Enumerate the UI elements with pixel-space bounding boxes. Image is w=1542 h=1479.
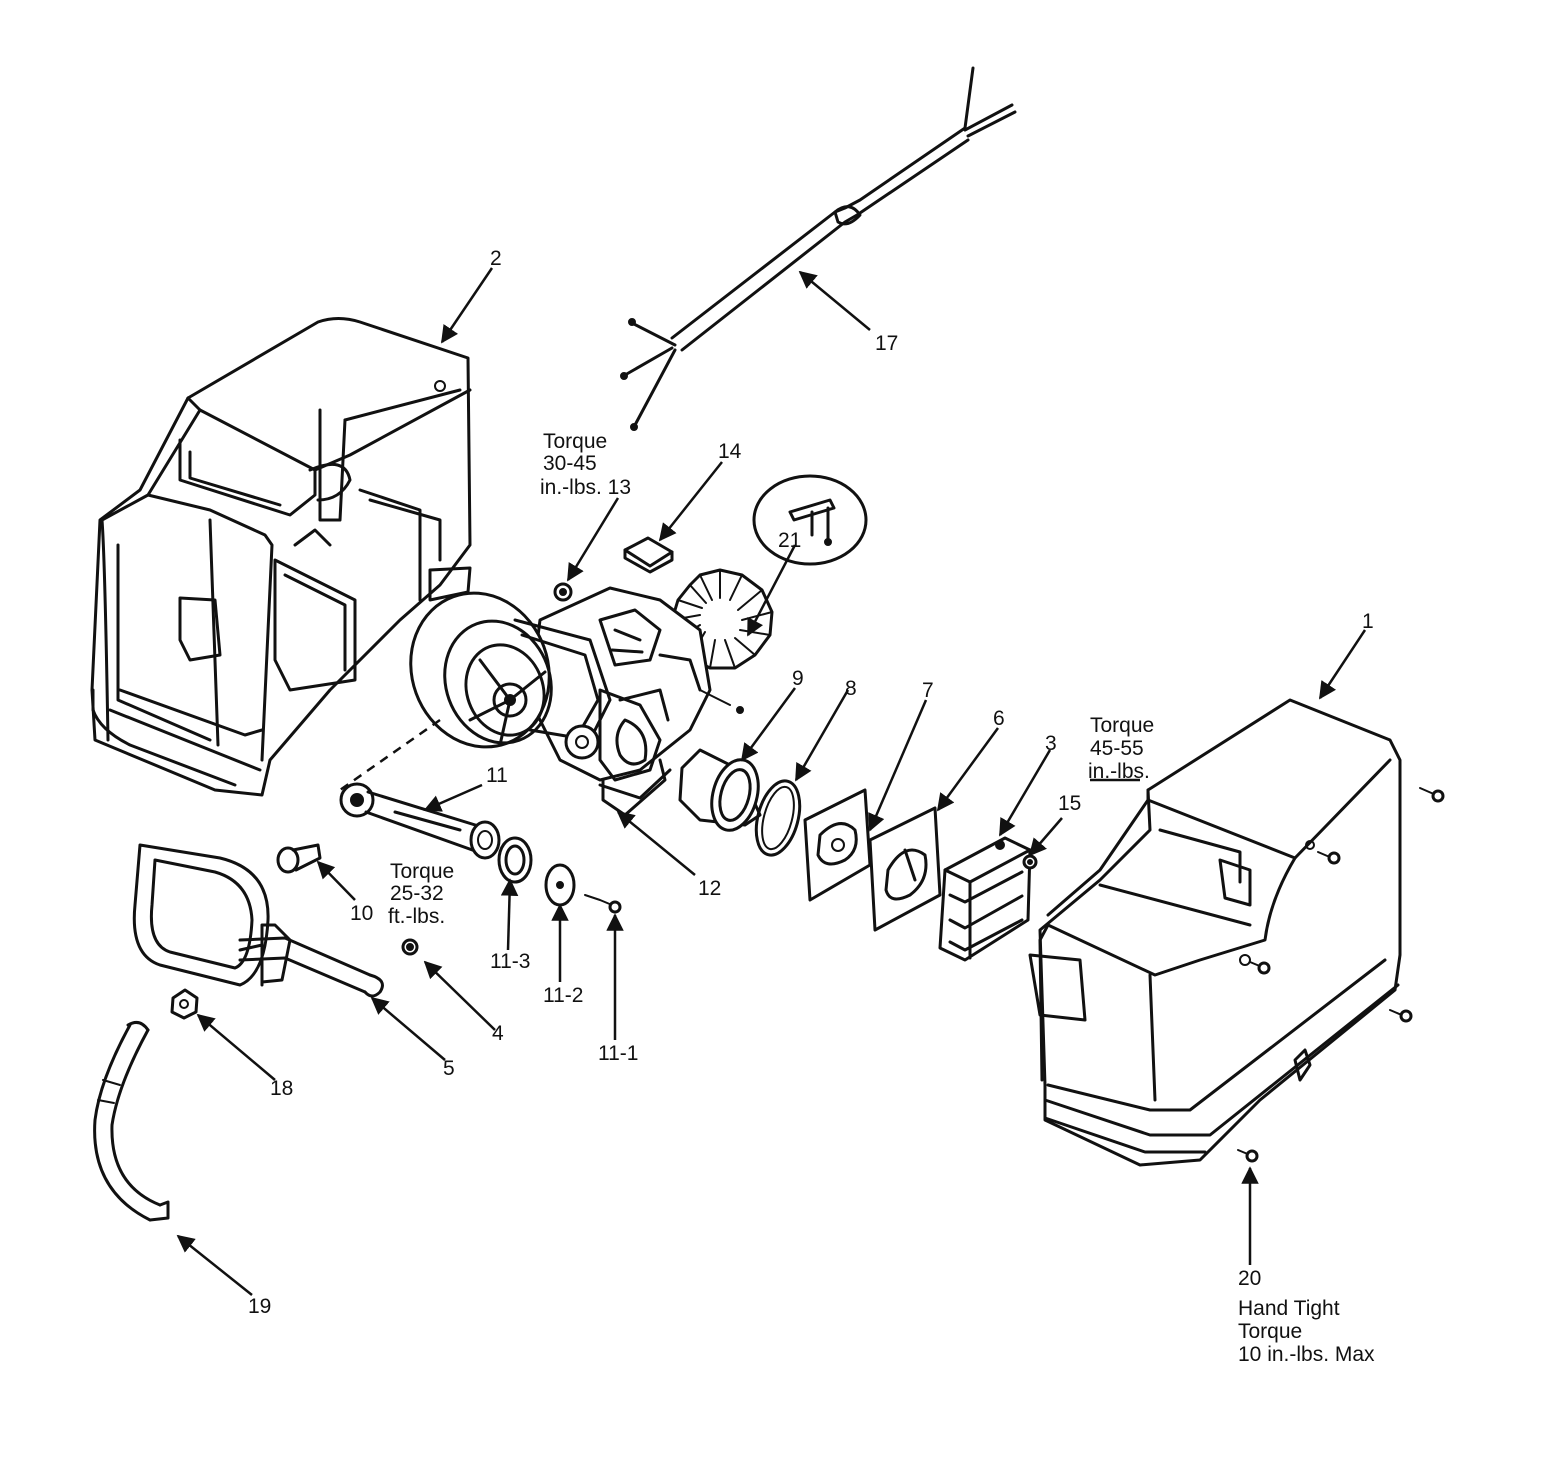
o-ring-part-8 bbox=[754, 779, 802, 857]
screw-part-15 bbox=[1022, 854, 1038, 870]
screw-part-4 bbox=[401, 938, 419, 956]
torque-cover-line3: in.-lbs. bbox=[1088, 760, 1150, 783]
callout-5: 5 bbox=[443, 1057, 455, 1080]
torque13-line1: Torque bbox=[543, 430, 607, 453]
torque13-line2: 30-45 bbox=[543, 452, 597, 475]
callout-12: 12 bbox=[698, 877, 721, 900]
hand-tight-line2: Torque bbox=[1238, 1320, 1302, 1343]
valve-plate-part-7 bbox=[803, 788, 872, 902]
callout-14: 14 bbox=[718, 440, 742, 463]
callout-15: 15 bbox=[1058, 792, 1081, 815]
leader-lines bbox=[176, 267, 1367, 1296]
callout-7: 7 bbox=[922, 679, 934, 702]
front-shroud-part-1 bbox=[1028, 698, 1402, 1167]
callout-20: 20 bbox=[1238, 1267, 1261, 1290]
callout-11-1: 11-1 bbox=[598, 1042, 638, 1065]
callout-2: 2 bbox=[490, 247, 502, 270]
head-part-3 bbox=[938, 836, 1032, 962]
screw-part-11-1 bbox=[584, 894, 622, 914]
torque-note-rod: Torque 25-32 ft.-lbs. bbox=[388, 860, 454, 928]
callout-11: 11 bbox=[486, 764, 508, 787]
callout-labels: 1 2 3 4 5 6 7 8 9 10 11 11-1 11-2 11-3 1… bbox=[248, 247, 1374, 1318]
pump-motor-assembly-part-12 bbox=[409, 568, 774, 817]
rear-shroud-part-2 bbox=[90, 317, 472, 797]
callout-11-3: 11-3 bbox=[490, 950, 530, 973]
hand-tight-note: Hand Tight Torque 10 in.-lbs. Max bbox=[1238, 1297, 1375, 1366]
washer-part-11-2 bbox=[544, 863, 576, 907]
gasket-part-6 bbox=[868, 806, 942, 932]
pad-part-14 bbox=[623, 536, 674, 574]
hand-tight-line3: 10 in.-lbs. Max bbox=[1238, 1343, 1375, 1366]
callout-18: 18 bbox=[270, 1077, 293, 1100]
handle-part-5 bbox=[132, 843, 384, 998]
torque-rod-line3: ft.-lbs. bbox=[388, 905, 445, 928]
torque-cover-line2: 45-55 bbox=[1090, 737, 1144, 760]
torque13-line3: in.-lbs. 13 bbox=[540, 476, 631, 499]
callout-1: 1 bbox=[1362, 610, 1374, 633]
callout-9: 9 bbox=[792, 667, 804, 690]
callout-6: 6 bbox=[993, 707, 1005, 730]
callout-11-2: 11-2 bbox=[543, 984, 583, 1007]
ring-part-11-3 bbox=[497, 836, 533, 884]
torque-cover-line1: Torque bbox=[1090, 714, 1154, 737]
torque-note-part-13: Torque 30-45 in.-lbs. 13 bbox=[540, 430, 631, 499]
nut-part-18 bbox=[170, 988, 199, 1020]
torque-note-cover: Torque 45-55 in.-lbs. bbox=[1088, 714, 1154, 783]
torque-rod-line1: Torque bbox=[390, 860, 454, 883]
cylinder-sleeve-part-9 bbox=[678, 748, 762, 832]
pin-part-10 bbox=[276, 843, 322, 874]
tube-part-19 bbox=[93, 1020, 170, 1222]
nut-part-13 bbox=[553, 582, 573, 602]
callout-8: 8 bbox=[845, 677, 857, 700]
callout-10: 10 bbox=[350, 902, 373, 925]
callout-19: 19 bbox=[248, 1295, 271, 1318]
callout-3: 3 bbox=[1045, 732, 1057, 755]
callout-21: 21 bbox=[778, 529, 801, 552]
hand-tight-line1: Hand Tight bbox=[1238, 1297, 1340, 1320]
shroud-screws bbox=[1237, 787, 1445, 1163]
power-cord-part-17 bbox=[620, 66, 1017, 431]
callout-17: 17 bbox=[875, 332, 898, 355]
detail-circle-part-21 bbox=[752, 474, 868, 566]
torque-rod-line2: 25-32 bbox=[390, 882, 444, 905]
callout-4: 4 bbox=[492, 1022, 504, 1045]
